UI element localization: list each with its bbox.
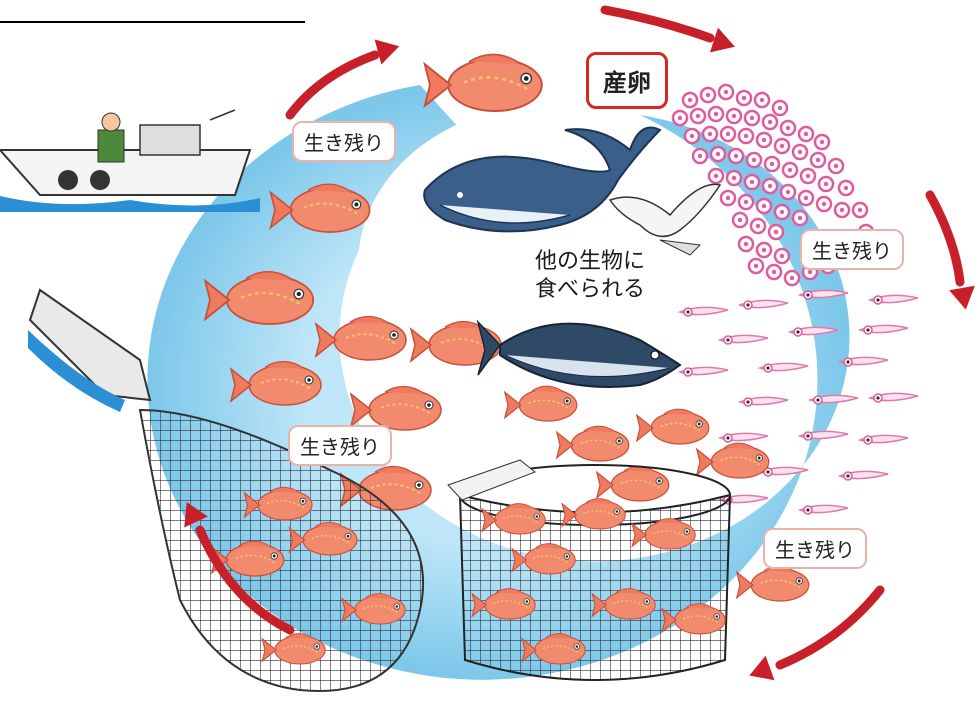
arrow-net bbox=[195, 525, 295, 635]
arrow-right bbox=[925, 190, 965, 287]
survival-label-left-middle: 生き残り bbox=[288, 425, 392, 466]
arrow-bottom-right bbox=[775, 585, 885, 670]
arrow-top-left bbox=[285, 50, 380, 120]
cycle-arrows bbox=[195, 5, 965, 670]
fish-cage-illustration bbox=[447, 459, 732, 681]
fishing-boat-illustration bbox=[0, 109, 260, 212]
header-rule bbox=[0, 21, 305, 23]
tuna-illustration bbox=[476, 319, 682, 388]
predation-caption: 他の生物に 食べられる bbox=[510, 248, 670, 304]
predation-caption-line2: 食べられる bbox=[534, 277, 645, 302]
survival-label-lower-right: 生き残り bbox=[763, 528, 867, 569]
seagull-illustration bbox=[608, 183, 722, 256]
predation-caption-line1: 他の生物に bbox=[534, 249, 645, 274]
survival-label-upper-left: 生き残り bbox=[292, 121, 396, 162]
survival-label-right: 生き残り bbox=[800, 229, 904, 270]
whale-illustration bbox=[423, 126, 662, 233]
arrow-top-right bbox=[600, 5, 715, 43]
spawning-label: 産卵 bbox=[586, 52, 668, 109]
